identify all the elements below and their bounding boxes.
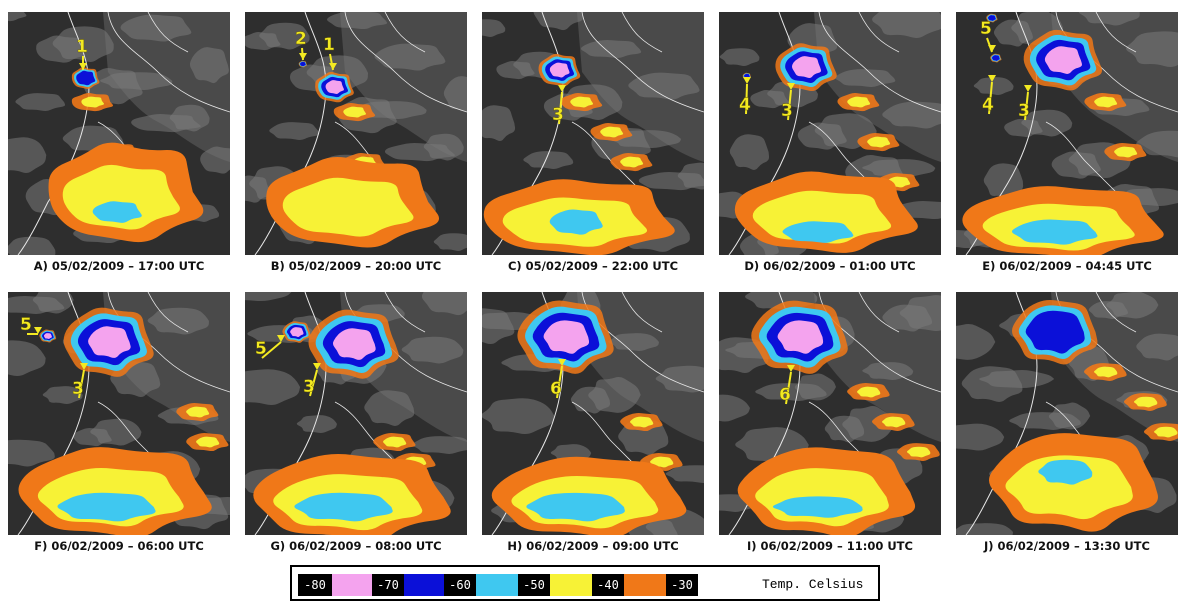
marker-arrowhead (1024, 85, 1032, 92)
panel-caption-i: I) 06/02/2009 – 11:00 UTC (747, 539, 913, 553)
legend-label-50: -50 (518, 574, 550, 596)
storm-marker-label: 5 (255, 339, 267, 359)
marker-arrowhead (80, 363, 88, 370)
panel-caption-b: B) 05/02/2009 – 20:00 UTC (270, 259, 442, 273)
marker-arrow (1024, 91, 1029, 121)
marker-arrow (787, 89, 792, 121)
marker-arrow (558, 91, 563, 125)
storm-marker-label: 4 (739, 95, 751, 115)
marker-arrow (261, 341, 282, 359)
storm-marker-label: 6 (550, 379, 562, 399)
legend-swatch-80 (332, 574, 372, 596)
satellite-image: 53 (245, 292, 467, 535)
storm-marker-label: 3 (72, 379, 84, 399)
marker-arrowhead (988, 75, 996, 82)
marker-arrowhead (988, 45, 996, 52)
satellite-panel-h: 6 (482, 292, 704, 535)
marker-arrow (785, 371, 792, 405)
storm-marker-label: 3 (303, 377, 315, 397)
legend-label-80: -80 (298, 574, 332, 596)
storm-marker-label: 6 (779, 385, 791, 405)
marker-arrowhead (329, 63, 337, 70)
marker-arrowhead (558, 359, 566, 366)
storm-marker-label: 5 (20, 315, 32, 335)
panel-caption-d: D) 06/02/2009 – 01:00 UTC (744, 259, 916, 273)
marker-arrow (988, 81, 993, 115)
panel-caption-f: F) 06/02/2009 – 06:00 UTC (34, 539, 204, 553)
marker-arrowhead (558, 85, 566, 92)
satellite-panel-a: 1 (8, 12, 230, 255)
legend-swatch-40 (624, 574, 666, 596)
marker-arrowhead (787, 83, 795, 90)
marker-arrowhead (743, 77, 751, 84)
panel-caption-a: A) 05/02/2009 – 17:00 UTC (33, 259, 205, 273)
marker-arrow (309, 369, 318, 397)
legend-label-60: -60 (444, 574, 476, 596)
satellite-panel-c: 3 (482, 12, 704, 255)
storm-marker-label: 3 (781, 101, 793, 121)
satellite-image: 53 (8, 292, 230, 535)
temperature-legend: -80 -70 -60 -50 -40 -30 Temp. Celsius (290, 565, 880, 601)
storm-marker-label: 2 (295, 29, 307, 49)
legend-swatch-60 (476, 574, 518, 596)
panel-caption-c: C) 05/02/2009 – 22:00 UTC (507, 259, 679, 273)
panel-caption-j: J) 06/02/2009 – 13:30 UTC (984, 539, 1150, 553)
panel-caption-g: G) 06/02/2009 – 08:00 UTC (270, 539, 442, 553)
satellite-image: 6 (482, 292, 704, 535)
storm-marker-label: 5 (980, 19, 992, 39)
marker-arrow (745, 83, 748, 115)
satellite-image: 3 (482, 12, 704, 255)
marker-arrowhead (277, 335, 285, 342)
marker-arrowhead (787, 365, 795, 372)
satellite-image (956, 292, 1178, 535)
satellite-image: 5 4 3 (956, 12, 1178, 255)
marker-arrowhead (34, 327, 42, 334)
satellite-panel-i: 6 (719, 292, 941, 535)
legend-unit: Temp. Celsius (762, 577, 864, 592)
marker-arrowhead (313, 363, 321, 370)
marker-arrowhead (79, 63, 87, 70)
satellite-image: 1 (8, 12, 230, 255)
legend-label-70: -70 (372, 574, 404, 596)
satellite-image: 6 (719, 292, 941, 535)
satellite-panel-j (956, 292, 1178, 535)
marker-arrow (78, 369, 85, 399)
legend-swatch-70 (404, 574, 444, 596)
storm-marker-label: 3 (1018, 101, 1030, 121)
satellite-panel-e: 5 4 3 (956, 12, 1178, 255)
marker-arrowhead (299, 53, 307, 60)
storm-marker-label: 3 (552, 105, 564, 125)
marker-arrow (556, 365, 563, 399)
storm-marker-label: 4 (982, 95, 994, 115)
panel-caption-h: H) 06/02/2009 – 09:00 UTC (507, 539, 679, 553)
legend-swatch-50 (550, 574, 592, 596)
legend-label-40: -40 (592, 574, 624, 596)
legend-label-30: -30 (666, 574, 698, 596)
storm-marker-label: 1 (323, 35, 335, 55)
panel-caption-e: E) 06/02/2009 – 04:45 UTC (982, 259, 1152, 273)
storm-marker-label: 1 (76, 37, 88, 57)
